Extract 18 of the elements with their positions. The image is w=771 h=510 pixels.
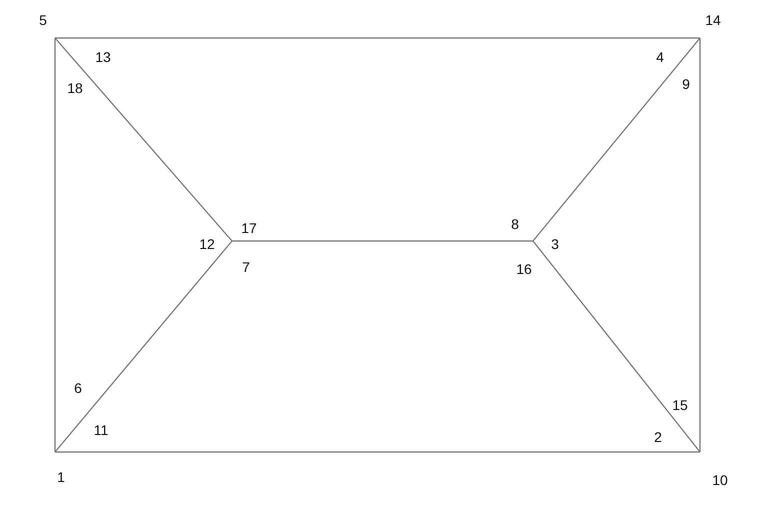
vertex-number: 3 xyxy=(551,236,559,252)
vertex-number: 8 xyxy=(511,216,519,232)
vertex-number: 17 xyxy=(241,220,257,236)
vertex-number: 6 xyxy=(74,380,82,396)
vertex-number: 13 xyxy=(95,49,111,65)
vertex-number: 2 xyxy=(654,429,662,445)
vertex-number: 7 xyxy=(242,259,250,275)
vertex-number: 12 xyxy=(199,236,215,252)
vertex-number: 10 xyxy=(712,472,728,488)
vertex-number: 4 xyxy=(656,49,664,65)
vertex-number: 1 xyxy=(57,469,65,485)
vertex-number: 5 xyxy=(39,12,47,28)
vertex-number: 15 xyxy=(672,397,688,413)
vertex-number: 14 xyxy=(705,12,721,28)
vertex-number: 9 xyxy=(682,76,690,92)
vertex-number: 11 xyxy=(94,422,108,438)
vertex-number: 18 xyxy=(67,80,83,96)
vertex-number: 16 xyxy=(516,261,532,277)
